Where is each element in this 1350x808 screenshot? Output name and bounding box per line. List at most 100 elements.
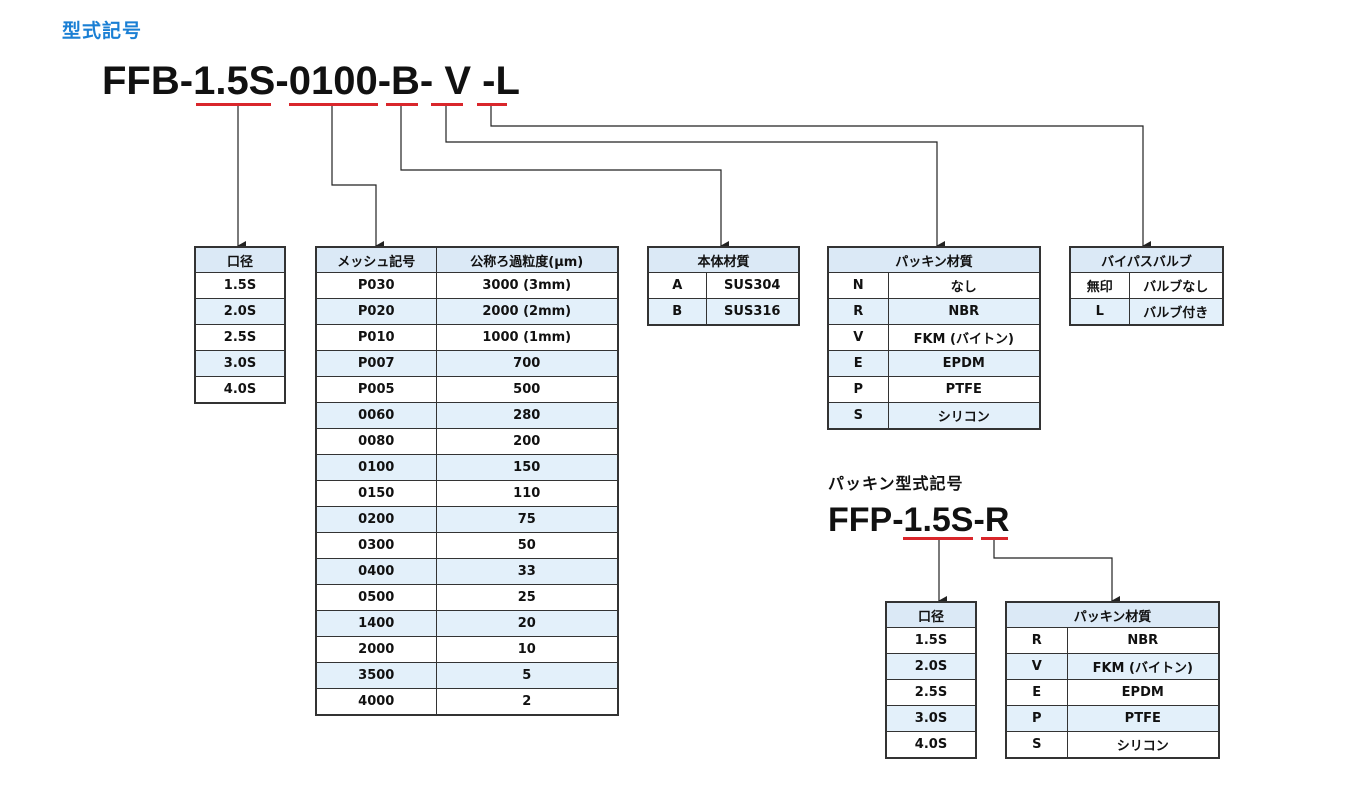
packing-material-code: S: [827, 402, 889, 430]
packing-model-material-name: NBR: [1066, 627, 1220, 654]
table-row: 1.5S: [885, 627, 977, 654]
underline-packing-material: [431, 103, 463, 106]
filtration-size-header: 公称ろ過粒度(μm): [435, 246, 619, 273]
section-title: 型式記号: [62, 20, 143, 42]
bypass-valve-code: 無印: [1069, 272, 1130, 299]
code-segment-bore: 1.5S: [193, 59, 276, 103]
underline-bore: [196, 103, 271, 106]
connector-mesh: [331, 106, 384, 251]
table-row: 4.0S: [885, 731, 977, 759]
filtration-size: 50: [435, 532, 619, 559]
mesh-code: P010: [315, 324, 437, 351]
connector-bypass-valve: [490, 106, 1151, 251]
connector-packing-material: [445, 106, 945, 251]
packing-material-code: P: [827, 376, 889, 403]
filtration-size: 700: [435, 350, 619, 377]
mesh-code: 0400: [315, 558, 437, 585]
body-material-code: B: [647, 298, 707, 326]
bore-table-header: 口径: [194, 246, 286, 273]
packing-model-material-code: S: [1005, 731, 1068, 759]
bore-value: 2.0S: [194, 298, 286, 325]
packing-model-material-code: E: [1005, 679, 1068, 706]
mesh-code: 0500: [315, 584, 437, 611]
filtration-size: 20: [435, 610, 619, 637]
mesh-code: 0060: [315, 402, 437, 429]
packing-bore-table: 口径 1.5S 2.0S 2.5S 3.0S 4.0S: [885, 601, 977, 759]
packing-model-heading: パッキン型式記号: [828, 474, 964, 493]
mesh-code: 2000: [315, 636, 437, 663]
bore-value: 3.0S: [194, 350, 286, 377]
packing-material-name: NBR: [887, 298, 1041, 325]
underline-packing-bore: [903, 537, 973, 540]
table-row: 2.5S: [194, 324, 286, 351]
packing-material-name: シリコン: [887, 402, 1041, 430]
table-row: 2.0S: [885, 653, 977, 680]
mesh-code: 0100: [315, 454, 437, 481]
filtration-size: 2000 (2mm): [435, 298, 619, 325]
filtration-size: 25: [435, 584, 619, 611]
packing-model-material-code: R: [1005, 627, 1068, 654]
bypass-valve-code: L: [1069, 298, 1130, 326]
packing-material-name: EPDM: [887, 350, 1041, 377]
packing-material-name: なし: [887, 272, 1041, 299]
mesh-code: P007: [315, 350, 437, 377]
packing-material-code: E: [827, 350, 889, 377]
mesh-code: 1400: [315, 610, 437, 637]
body-material-name: SUS316: [705, 298, 800, 326]
filtration-size: 200: [435, 428, 619, 455]
filtration-size: 1000 (1mm): [435, 324, 619, 351]
packing-code-bore: 1.5S: [903, 501, 974, 539]
packing-material-header: パッキン材質: [827, 246, 1041, 273]
packing-material-name: FKM (バイトン): [887, 324, 1041, 351]
packing-material-name: PTFE: [887, 376, 1041, 403]
filtration-size: 3000 (3mm): [435, 272, 619, 299]
connector-packing-material-2: [993, 540, 1120, 606]
bore-value: 4.0S: [194, 376, 286, 404]
packing-material-code: N: [827, 272, 889, 299]
packing-bore-value: 2.5S: [885, 679, 977, 706]
packing-model-material-code: V: [1005, 653, 1068, 680]
packing-bore-value: 2.0S: [885, 653, 977, 680]
underline-bypass-valve: [477, 103, 507, 106]
bore-table: 口径 1.5S 2.0S 2.5S 3.0S 4.0S: [194, 246, 286, 404]
packing-model-material-name: シリコン: [1066, 731, 1220, 759]
main-model-code: FFB-1.5S-0100-B- V -L: [102, 58, 520, 104]
underline-packing-material-code: [981, 537, 1008, 540]
filtration-size: 5: [435, 662, 619, 689]
code-separator: -: [419, 59, 445, 103]
body-material-name: SUS304: [705, 272, 800, 299]
bypass-valve-name: バルブなし: [1128, 272, 1224, 299]
code-separator: -: [275, 59, 289, 103]
mesh-code: 0200: [315, 506, 437, 533]
filtration-size: 280: [435, 402, 619, 429]
packing-code-prefix: FFP-: [828, 501, 904, 539]
table-row: 2.5S: [885, 679, 977, 706]
code-segment-body-material: B: [391, 59, 420, 103]
underline-body-material: [386, 103, 418, 106]
packing-material-code: V: [827, 324, 889, 351]
table-row: 1.5S: [194, 272, 286, 299]
packing-bore-header: 口径: [885, 601, 977, 628]
filtration-size: 33: [435, 558, 619, 585]
packing-bore-value: 4.0S: [885, 731, 977, 759]
packing-bore-value: 3.0S: [885, 705, 977, 732]
